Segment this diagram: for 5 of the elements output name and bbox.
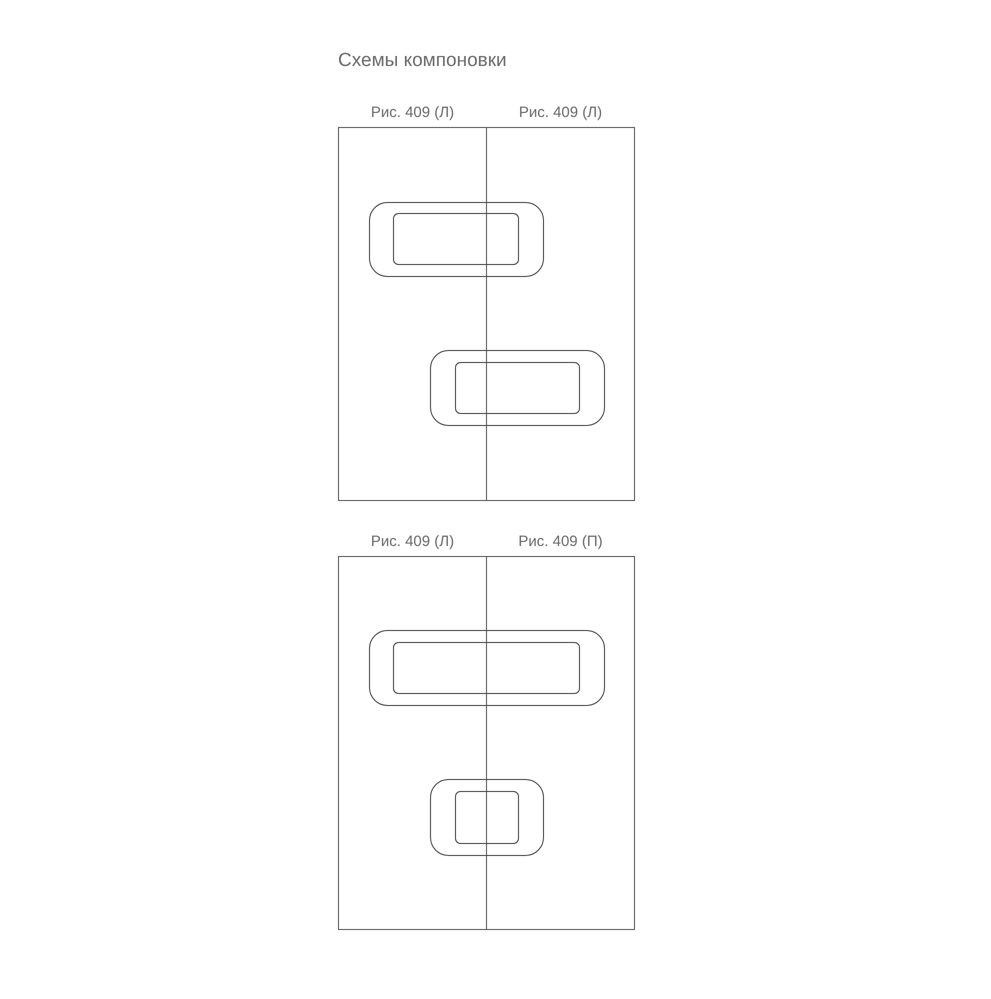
panel-label: Рис. 409 (П) bbox=[518, 532, 603, 552]
panel-label: Рис. 409 (Л) bbox=[518, 103, 602, 123]
panel-label: Рис. 409 (Л) bbox=[370, 532, 454, 552]
title: Схемы компоновки bbox=[338, 49, 507, 73]
panel-label: Рис. 409 (Л) bbox=[370, 103, 454, 123]
